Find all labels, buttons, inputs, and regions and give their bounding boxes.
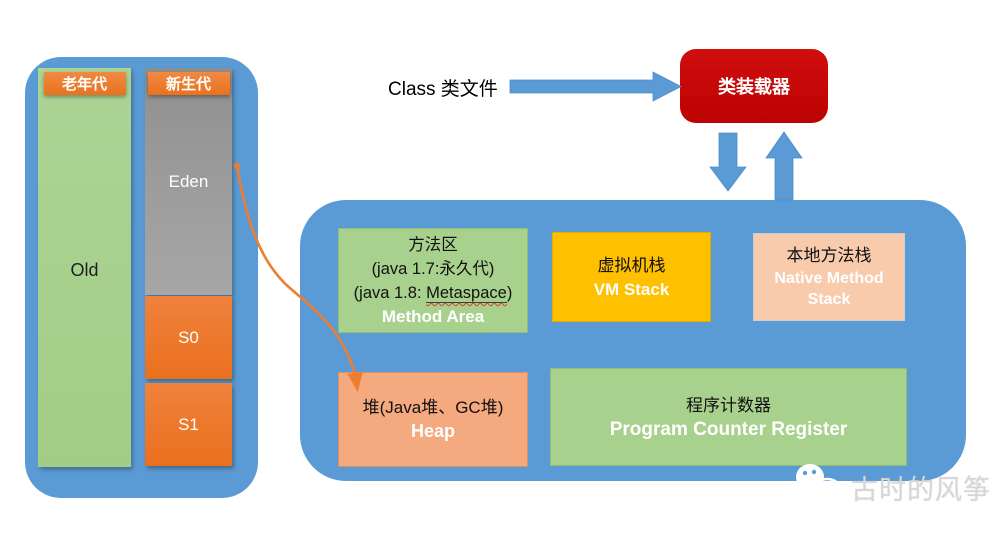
vm-stack-en: VM Stack [593, 279, 670, 299]
heap-en: Heap [410, 421, 455, 441]
program-counter-zh: 程序计数器 [686, 395, 771, 415]
old-generation-column: 老年代 Old [38, 68, 131, 467]
method-area-java18-line: (java 1.8: Metaspace) [353, 281, 513, 305]
runtime-to-loader-arrow [765, 131, 803, 201]
eden-label: Eden [168, 172, 209, 191]
java18-prefix: (java 1.8: [353, 284, 427, 302]
young-generation-header: 新生代 [147, 72, 230, 95]
loader-to-runtime-arrow [709, 132, 747, 192]
old-label: Old [70, 260, 99, 280]
method-area-java17-line: (java 1.7:永久代) [371, 260, 495, 278]
watermark: 古时的风筝 [793, 461, 991, 511]
vm-stack-box: 虚拟机栈 VM Stack [552, 232, 711, 322]
native-stack-en: Native Method Stack [774, 270, 884, 308]
class-file-arrow [509, 71, 682, 102]
watermark-text: 古时的风筝 [851, 475, 991, 505]
class-loader-box: 类装载器 [680, 49, 828, 123]
method-area-title-zh: 方法区 [408, 236, 458, 254]
native-method-stack-box: 本地方法栈 Native Method Stack [753, 233, 905, 321]
heap-zh: 堆(Java堆、GC堆) [362, 398, 504, 417]
class-file-label: Class 类文件 [388, 79, 498, 100]
generation-panel: 老年代 Old 新生代 Eden S0 S1 [25, 57, 258, 498]
wechat-icon [796, 464, 846, 511]
program-counter-box: 程序计数器 Program Counter Register [550, 368, 907, 466]
vm-stack-zh: 虚拟机栈 [597, 255, 666, 275]
method-area-title-en: Method Area [381, 307, 485, 326]
s0-survivor-box: S0 [145, 296, 232, 379]
metaspace-word: Metaspace [426, 284, 507, 303]
s1-survivor-box: S1 [145, 383, 232, 466]
young-generation-column: 新生代 Eden [145, 68, 232, 295]
program-counter-en: Program Counter Register [609, 418, 848, 440]
runtime-data-area-panel: 方法区 (java 1.7:永久代) (java 1.8: Metaspace)… [300, 200, 966, 481]
method-area-box: 方法区 (java 1.7:永久代) (java 1.8: Metaspace)… [338, 228, 528, 333]
old-generation-header: 老年代 [43, 72, 126, 95]
heap-box: 堆(Java堆、GC堆) Heap [338, 372, 528, 467]
java18-suffix: ) [506, 284, 513, 302]
native-stack-zh: 本地方法栈 [786, 246, 872, 265]
